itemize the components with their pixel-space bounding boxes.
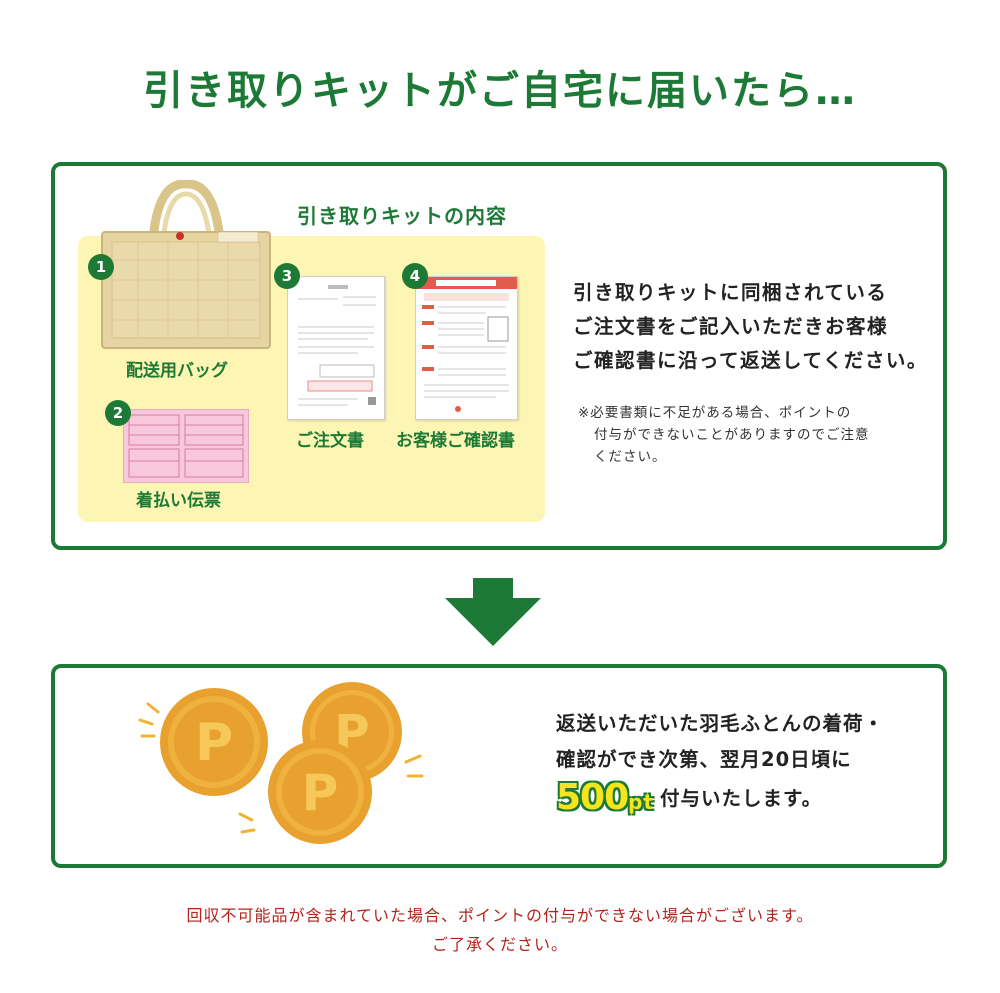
down-arrow-icon — [445, 578, 541, 646]
item-label-bag: 配送用バッグ — [126, 361, 228, 381]
coin-letter: P — [302, 764, 339, 822]
item-label-slip: 着払い伝票 — [136, 491, 221, 511]
point-coins-image: P P P — [138, 682, 424, 844]
description-line: ご確認書に沿って返送してください。 — [573, 349, 928, 372]
points-line: 確認ができ次第、翌月20日頃に — [556, 748, 852, 771]
kit-note: ※必要書類に不足がある場合、ポイントの 付与ができないことがありますのでご注意 … — [578, 402, 938, 468]
footer-note: 回収不可能品が含まれていた場合、ポイントの付与ができない場合がございます。 — [186, 906, 814, 925]
item-label-order-form: ご注文書 — [296, 431, 364, 451]
points-line: 返送いただいた羽毛ふとんの着荷・ — [556, 712, 885, 735]
item-label-confirmation: お客様ご確認書 — [396, 431, 515, 451]
note-line: ください。 — [594, 449, 667, 465]
confirmation-form-image — [415, 276, 518, 420]
points-amount: 500 — [555, 777, 630, 818]
cod-slip-image — [123, 409, 249, 483]
note-line: ※必要書類に不足がある場合、ポイントの — [578, 405, 852, 421]
kit-description: 引き取りキットに同梱されている ご注文書をご記入いただきお客様 ご確認書に沿って… — [573, 276, 928, 378]
item-number-4: 4 — [402, 263, 428, 289]
item-number-2: 2 — [105, 400, 131, 426]
footer-note: ご了承ください。 — [431, 935, 568, 954]
order-form-image — [287, 276, 385, 420]
page-title: 引き取りキットがご自宅に届いたら… — [143, 68, 857, 114]
delivery-bag-image — [101, 180, 271, 349]
kit-heading: 引き取りキットの内容 — [297, 204, 507, 228]
item-number-1: 1 — [88, 254, 114, 280]
description-line: ご注文書をご記入いただきお客様 — [573, 315, 889, 338]
points-line: 付与いたします。 — [660, 787, 823, 810]
points-unit: pt — [628, 790, 655, 814]
item-number-3: 3 — [274, 263, 300, 289]
points-description: 返送いただいた羽毛ふとんの着荷・ 確認ができ次第、翌月20日頃に 500pt 付… — [555, 706, 885, 821]
coin-letter: P — [195, 713, 233, 773]
note-line: 付与ができないことがありますのでご注意 — [594, 427, 870, 443]
description-line: 引き取りキットに同梱されている — [573, 281, 888, 304]
